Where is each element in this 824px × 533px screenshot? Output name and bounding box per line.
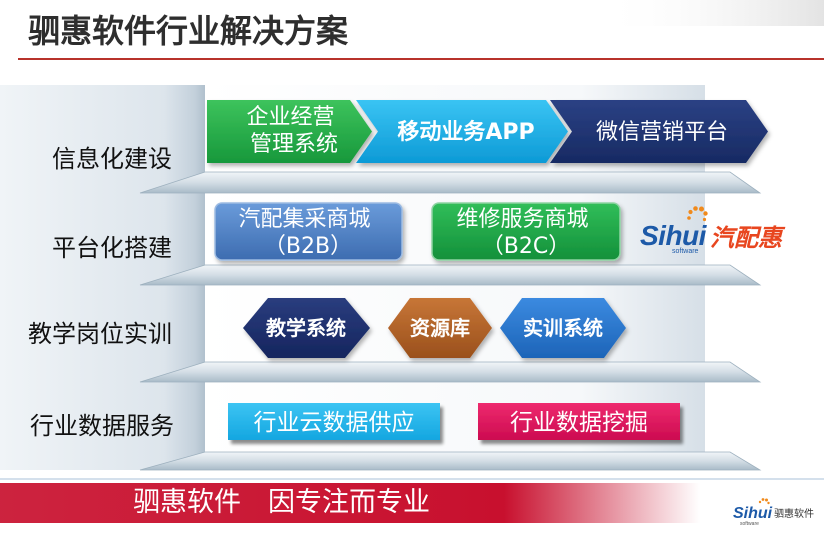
chevron-shape (207, 100, 372, 163)
module-label: 教学系统 (266, 316, 346, 340)
module-label: 移动业务APP (397, 119, 534, 145)
hexagon-shape (243, 298, 370, 358)
module-box (214, 202, 403, 261)
module-label: 维修服务商城 （B2C） (456, 207, 595, 259)
corner-shade (600, 0, 824, 26)
module-enterprise-management: 企业经营 管理系统 (207, 100, 372, 163)
module-box (228, 403, 440, 440)
footer-company: 驷惠软件 (133, 487, 241, 518)
hexagon-shape (500, 298, 626, 358)
layer-label-platform: 平台化搭建 (52, 234, 172, 262)
layer-label-informatization: 信息化建设 (52, 145, 172, 173)
footer-logo: Sihui 驷惠软件 software (733, 498, 814, 527)
module-label: 汽配集采商城 （B2B） (238, 207, 377, 259)
layer-shelf (139, 451, 762, 471)
logo-brand-text: Sihui (640, 220, 708, 251)
module-label: 微信营销平台 (596, 120, 728, 145)
page-title: 驷惠软件行业解决方案 (28, 12, 349, 50)
module-label: 资源库 (410, 316, 470, 340)
layer-label-training: 教学岗位实训 (28, 320, 172, 348)
layer-shelf (139, 361, 762, 383)
footer-logo-brand: Sihui (733, 505, 773, 522)
module-data-mining: 行业数据挖掘 (478, 403, 680, 440)
logo-product-text: 汽配惠 (710, 224, 786, 252)
layer-shelf (139, 171, 762, 194)
module-resource-library: 资源库 (388, 298, 492, 358)
module-label-line: 管理系统 (250, 132, 338, 157)
module-label-line: 企业经营 (246, 105, 334, 130)
module-label-line: 维修服务商城 (456, 207, 588, 232)
footer-slogan: 因专注而专业 (268, 487, 430, 518)
module-label: 行业数据挖掘 (510, 410, 648, 436)
hexagon-shape (388, 298, 492, 358)
layer-label-data-service: 行业数据服务 (30, 412, 174, 440)
module-label-line: 汽配集采商城 (238, 207, 370, 232)
module-training-system: 实训系统 (500, 298, 626, 358)
logo-tagline-text: software (672, 248, 699, 255)
module-label: 实训系统 (523, 316, 603, 340)
chevron-shape (356, 100, 568, 163)
module-label-line: （B2B） (264, 234, 352, 259)
logo-swoosh-icon (687, 206, 708, 222)
module-teaching-system: 教学系统 (243, 298, 370, 358)
footer-logo-swoosh-icon (758, 498, 770, 505)
footer-logo-tagline: software (740, 521, 759, 527)
module-label: 行业云数据供应 (254, 410, 415, 436)
layer-shelf (139, 264, 762, 286)
qipeihui-logo: Sihui 汽配惠 software (640, 206, 786, 255)
module-cloud-data-supply: 行业云数据供应 (228, 403, 440, 440)
module-box (431, 202, 621, 261)
module-wechat-marketing: 微信营销平台 (550, 100, 768, 163)
module-b2b-mall: 汽配集采商城 （B2B） (214, 202, 403, 261)
module-mobile-app: 移动业务APP (356, 100, 568, 163)
module-b2c-mall: 维修服务商城 （B2C） (431, 202, 621, 261)
module-label: 企业经营 管理系统 (246, 105, 341, 157)
footer-band (0, 483, 700, 523)
chevron-shape (550, 100, 768, 163)
module-label-line: （B2C） (482, 234, 570, 259)
footer-logo-company: 驷惠软件 (774, 507, 814, 520)
module-box (478, 403, 680, 440)
